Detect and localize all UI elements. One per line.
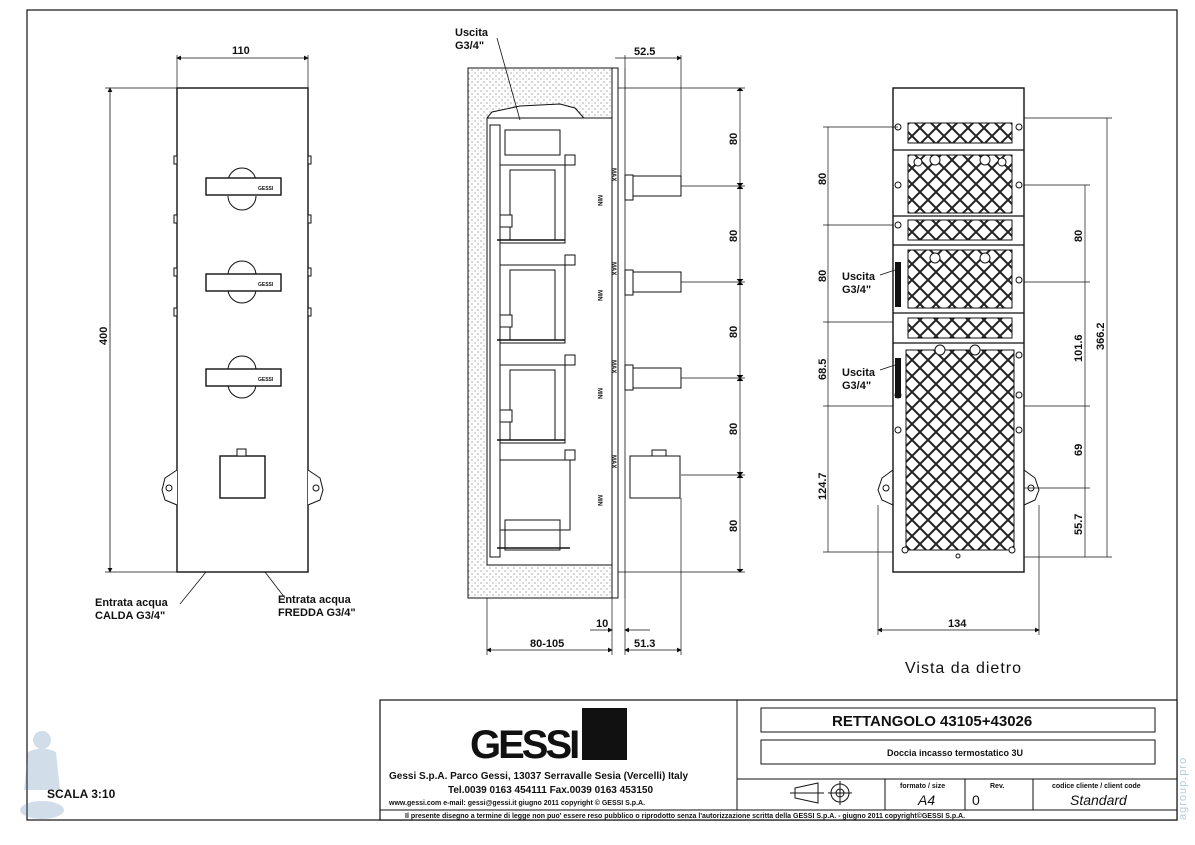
svg-text:MIN: MIN — [596, 195, 602, 206]
front-handle-2 — [205, 260, 282, 304]
back-outlet2-line1: Uscita — [842, 367, 876, 379]
back-left-dim-1: 80 — [817, 173, 829, 185]
handle-label-3: GESSI — [258, 377, 274, 383]
side-section-view: MAX MIN MAX MIN MAX MIN MAX MIN Uscita G… — [455, 27, 745, 655]
min-max-indicators: MAX MIN MAX MIN MAX MIN MAX MIN — [596, 168, 616, 506]
side-spacing-5: 80 — [728, 520, 740, 532]
back-left-dim-3: 68.5 — [817, 359, 829, 380]
rev-label: Rev. — [990, 783, 1004, 790]
svg-text:MAX: MAX — [610, 262, 616, 275]
front-handle-1 — [205, 167, 282, 211]
back-overall-dim: 366.2 — [1095, 322, 1107, 350]
side-top-dim: 52.5 — [634, 46, 655, 58]
svg-text:MIN: MIN — [596, 290, 602, 301]
company-contacts: Tel.0039 0163 454111 Fax.0039 0163 45315… — [448, 785, 653, 796]
side-projection-dim: 51.3 — [634, 638, 655, 650]
format-value: A4 — [917, 792, 935, 808]
back-left-dim-2: 80 — [817, 270, 829, 282]
company-address: Gessi S.p.A. Parco Gessi, 13037 Serraval… — [389, 771, 689, 782]
front-plate — [176, 87, 309, 573]
hot-inlet-line2: CALDA G3/4" — [95, 610, 165, 622]
back-right-dim-3: 69 — [1073, 444, 1085, 456]
back-outlet1-line1: Uscita — [842, 271, 876, 283]
client-value: Standard — [1070, 792, 1128, 808]
gessi-logo: GESSI — [470, 723, 578, 767]
product-subtitle: Doccia incasso termostatico 3U — [887, 748, 1023, 758]
svg-text:MIN: MIN — [596, 495, 602, 506]
product-title: RETTANGOLO 43105+43026 — [832, 713, 1032, 730]
svg-text:MAX: MAX — [610, 360, 616, 373]
side-plate-dim: 10 — [596, 618, 608, 630]
back-right-dim-2: 101.6 — [1073, 334, 1085, 362]
cold-inlet-line1: Entrata acqua — [278, 594, 352, 606]
front-view: GESSI GESSI GESSI 110 400 Entrata acqua … — [95, 45, 356, 622]
side-spacing-2: 80 — [728, 230, 740, 242]
back-width-dim: 134 — [948, 618, 967, 630]
front-height-dim: 400 — [98, 327, 110, 345]
front-handle-3 — [205, 355, 282, 399]
back-view-title: Vista da dietro — [905, 660, 1022, 677]
projection-symbol-icon — [790, 781, 852, 805]
side-spacing-1: 80 — [728, 133, 740, 145]
svg-text:MIN: MIN — [596, 388, 602, 399]
svg-text:MAX: MAX — [610, 455, 616, 468]
title-block: GESSI Gessi S.p.A. Parco Gessi, 13037 Se… — [379, 699, 1178, 821]
back-outlet1-line2: G3/4" — [842, 284, 871, 296]
back-right-dim-1: 80 — [1073, 230, 1085, 242]
side-outlet-line1: Uscita — [455, 27, 489, 39]
legal-notice: Il presente disegno a termine di legge n… — [405, 812, 965, 820]
side-spacing-3: 80 — [728, 326, 740, 338]
back-left-dim-4: 124.7 — [817, 472, 829, 500]
company-web: www.gessi.com e-mail: gessi@gessi.it giu… — [388, 799, 645, 807]
watermark-figure-icon — [20, 731, 64, 819]
handle-label-2: GESSI — [258, 282, 274, 288]
front-width-dim: 110 — [232, 45, 250, 57]
cold-inlet-line2: FREDDA G3/4" — [278, 607, 356, 619]
side-outlet-line2: G3/4" — [455, 40, 484, 52]
handle-label-1: GESSI — [258, 186, 274, 192]
back-outlet2-line2: G3/4" — [842, 380, 871, 392]
side-spacing-4: 80 — [728, 423, 740, 435]
side-wall-depth: 80-105 — [530, 638, 564, 650]
front-diverter-knob — [219, 455, 266, 499]
client-label: codice cliente / client code — [1052, 783, 1141, 790]
format-label: formato / size — [900, 783, 945, 790]
back-right-dim-4: 55.7 — [1073, 514, 1085, 535]
hot-inlet-line1: Entrata acqua — [95, 597, 169, 609]
svg-text:MAX: MAX — [610, 168, 616, 181]
logo-square — [582, 708, 627, 760]
scale-label: SCALA 3:10 — [47, 787, 116, 801]
watermark-text: agroup.pro — [1177, 757, 1189, 820]
rev-value: 0 — [972, 792, 980, 808]
back-view: 80 80 68.5 124.7 Uscita G3/4" Uscita G3/… — [817, 87, 1112, 677]
